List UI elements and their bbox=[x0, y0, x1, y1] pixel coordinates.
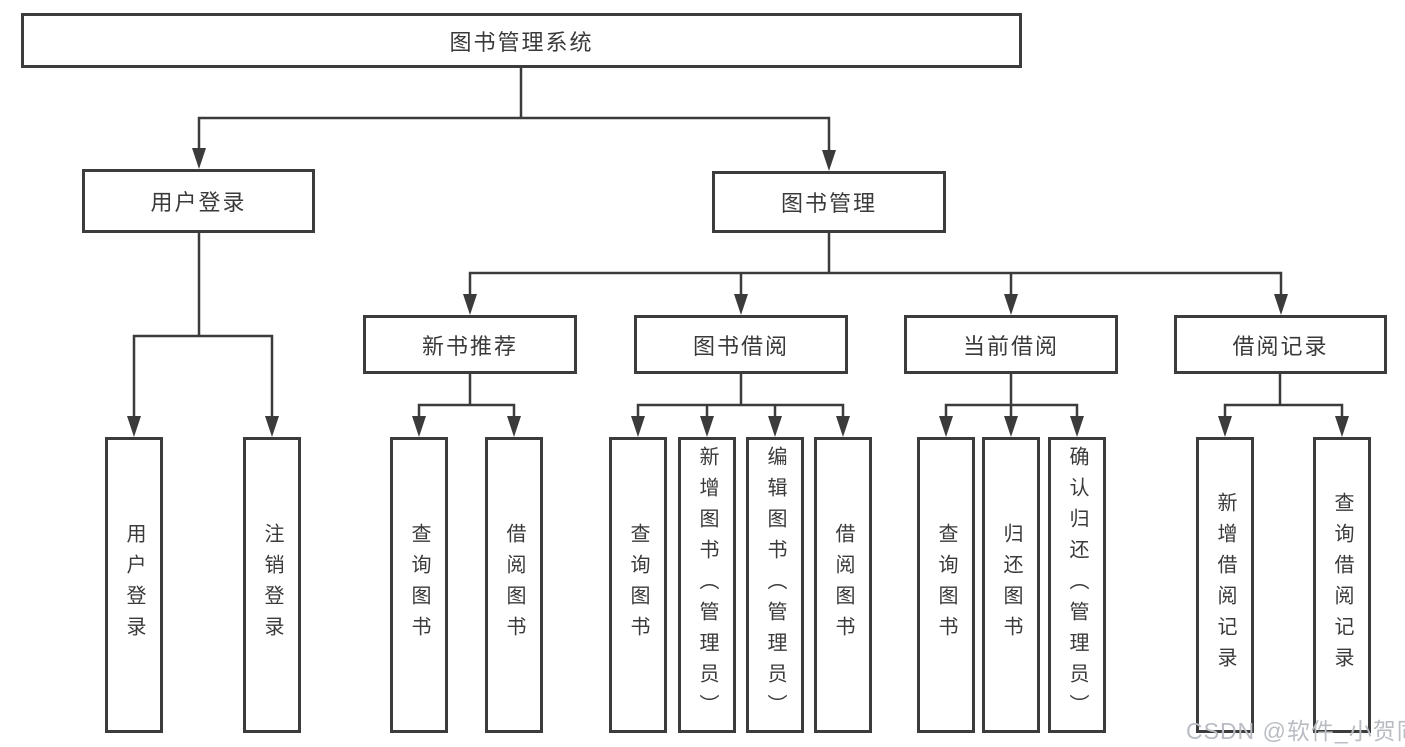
arrowhead bbox=[700, 416, 714, 437]
arrowhead bbox=[734, 294, 748, 315]
arrowhead bbox=[265, 416, 279, 437]
node-label: 图书借阅 bbox=[692, 333, 789, 359]
arrowhead bbox=[1004, 294, 1018, 315]
connector-current-to-leaves bbox=[944, 374, 1079, 417]
leaf-label: 查询图书 bbox=[627, 523, 649, 647]
leaf-label: 注销登录 bbox=[261, 523, 283, 647]
leaf-confirm-return-admin: 确认归还（管理员） bbox=[1048, 437, 1106, 733]
leaf-borrow-books: 借阅图书 bbox=[814, 437, 872, 733]
leaf-logout: 注销登录 bbox=[243, 437, 301, 733]
node-label: 当前借阅 bbox=[962, 333, 1059, 359]
arrowhead bbox=[127, 416, 141, 437]
arrowhead bbox=[1218, 416, 1232, 437]
leaf-label: 查询图书 bbox=[408, 523, 430, 647]
leaf-add-borrow-record: 新增借阅记录 bbox=[1196, 437, 1254, 733]
node-book-management: 图书管理 bbox=[712, 171, 946, 233]
arrowhead bbox=[939, 416, 953, 437]
arrowhead bbox=[192, 148, 206, 169]
connector-rec-to-leaves bbox=[417, 374, 516, 417]
node-user-login: 用户登录 bbox=[82, 169, 315, 233]
leaf-label: 借阅图书 bbox=[832, 523, 854, 647]
connector-root-to-level2 bbox=[197, 68, 831, 151]
leaf-edit-books-admin: 编辑图书（管理员） bbox=[746, 437, 804, 733]
arrowhead bbox=[463, 294, 477, 315]
arrowhead bbox=[1070, 416, 1084, 437]
leaf-user-login: 用户登录 bbox=[105, 437, 163, 733]
leaf-label: 查询借阅记录 bbox=[1331, 492, 1353, 678]
leaf-label: 新增图书（管理员） bbox=[696, 445, 718, 725]
node-new-book-recommend: 新书推荐 bbox=[363, 315, 577, 374]
leaf-label: 查询图书 bbox=[935, 523, 957, 647]
leaf-label: 新增借阅记录 bbox=[1214, 492, 1236, 678]
arrowhead bbox=[768, 416, 782, 437]
node-label: 图书管理系统 bbox=[449, 29, 594, 55]
arrowhead bbox=[1335, 416, 1349, 437]
node-label: 新书推荐 bbox=[421, 333, 518, 359]
arrowhead bbox=[822, 150, 836, 171]
node-book-borrow: 图书借阅 bbox=[634, 315, 848, 374]
connector-login-to-leaves bbox=[132, 233, 274, 417]
leaf-label: 归还图书 bbox=[1000, 523, 1022, 647]
csdn-watermark: CSDN @软件_小贺同学 bbox=[1186, 718, 1405, 744]
leaf-query-borrow-record: 查询借阅记录 bbox=[1313, 437, 1371, 733]
leaf-query-books: 查询图书 bbox=[390, 437, 448, 733]
node-label: 用户登录 bbox=[150, 190, 247, 215]
leaf-label: 确认归还（管理员） bbox=[1066, 445, 1088, 725]
leaf-add-books-admin: 新增图书（管理员） bbox=[678, 437, 736, 733]
node-library-management-system: 图书管理系统 bbox=[21, 13, 1022, 68]
arrowhead bbox=[412, 416, 426, 437]
connector-mgmt-to-level3 bbox=[468, 233, 1283, 295]
arrowhead bbox=[1004, 416, 1018, 437]
leaf-borrow-books: 借阅图书 bbox=[485, 437, 543, 733]
leaf-label: 借阅图书 bbox=[503, 523, 525, 647]
arrowhead bbox=[836, 416, 850, 437]
node-current-borrow: 当前借阅 bbox=[904, 315, 1118, 374]
connector-records-to-leaves bbox=[1223, 374, 1344, 417]
node-label: 借阅记录 bbox=[1232, 333, 1329, 359]
node-label: 图书管理 bbox=[780, 191, 877, 216]
node-borrow-records: 借阅记录 bbox=[1174, 315, 1387, 374]
leaf-label: 用户登录 bbox=[123, 523, 145, 647]
leaf-query-books: 查询图书 bbox=[917, 437, 975, 733]
arrowhead bbox=[507, 416, 521, 437]
leaf-label: 编辑图书（管理员） bbox=[764, 445, 786, 725]
connector-borrow-to-leaves bbox=[636, 374, 845, 417]
arrowhead bbox=[631, 416, 645, 437]
arrowhead bbox=[1274, 294, 1288, 315]
leaf-return-books: 归还图书 bbox=[982, 437, 1040, 733]
leaf-query-books: 查询图书 bbox=[609, 437, 667, 733]
